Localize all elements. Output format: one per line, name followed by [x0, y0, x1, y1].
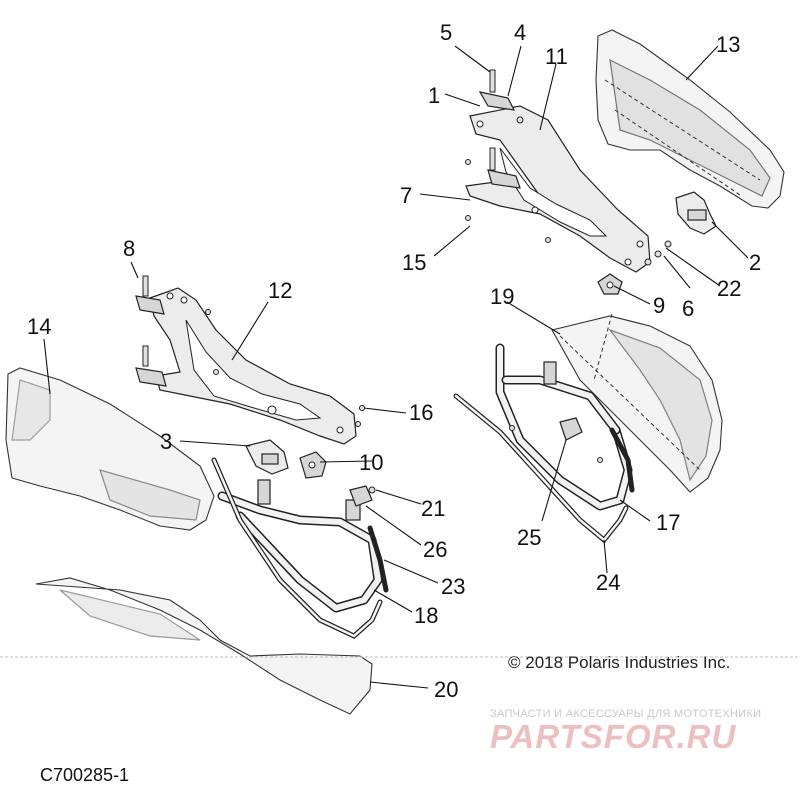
- part-17-seal-strip: [609, 427, 635, 493]
- callout-10: 10: [359, 450, 383, 475]
- callout-11: 11: [545, 44, 568, 69]
- part-3-latch: [245, 439, 289, 475]
- callout-21: 21: [421, 496, 445, 521]
- callout-5: 5: [440, 20, 452, 45]
- callout-20: 20: [434, 677, 458, 702]
- loose-fasteners: [205, 159, 603, 463]
- callout-17: 17: [656, 510, 680, 535]
- callout-22: 22: [717, 276, 741, 301]
- watermark-tagline: ЗАПЧАСТИ И АКСЕССУАРЫ ДЛЯ МОТОТЕХНИКИ: [490, 708, 761, 720]
- callout-3: 3: [160, 429, 172, 454]
- part-21-26-brackets: [349, 485, 376, 507]
- callout-labels: 1 2 3 4 5 6 7 8 9 10 11 12 13 14 15 16 1…: [27, 20, 761, 702]
- callout-13: 13: [716, 32, 740, 57]
- callout-4: 4: [514, 20, 526, 45]
- part-18-seal-strip: [211, 457, 383, 639]
- part-18-tube-frame: [217, 479, 383, 613]
- callout-9: 9: [653, 293, 665, 318]
- part-23-seal: [367, 525, 389, 593]
- callout-15: 15: [402, 250, 426, 275]
- callout-16: 16: [409, 400, 433, 425]
- part-2-latch: [675, 191, 717, 235]
- callout-2: 2: [749, 250, 761, 275]
- callout-26: 26: [423, 537, 447, 562]
- part-25-hinge: [559, 417, 583, 441]
- part-20-lower-panel: [35, 577, 373, 715]
- part-11-door-frame: [465, 105, 651, 273]
- part-10-striker: [299, 451, 327, 479]
- callout-18: 18: [414, 603, 438, 628]
- callout-7: 7: [400, 183, 412, 208]
- part-14-door-panel: [5, 367, 215, 531]
- part-13-door-panel: [595, 29, 785, 209]
- callout-19: 19: [490, 284, 514, 309]
- callout-14: 14: [27, 314, 51, 339]
- part-17-tube-frame: [495, 343, 633, 511]
- diagram-code: C700285-1: [40, 765, 129, 785]
- callout-23: 23: [441, 574, 465, 599]
- callout-24: 24: [596, 570, 620, 595]
- watermark-logo: PARTSFOR.RU: [490, 718, 736, 755]
- leader-lines: [43, 45, 749, 689]
- part-24-seal: [453, 393, 629, 544]
- part-12-door-frame: [149, 287, 357, 445]
- hinge-bracket-upper-left: [135, 275, 167, 387]
- callout-8: 8: [123, 236, 135, 261]
- callout-25: 25: [517, 525, 541, 550]
- part-9-striker: [597, 273, 623, 295]
- copyright-notice: © 2018 Polaris Industries Inc.: [508, 653, 730, 672]
- part-6-22-fasteners: [644, 240, 672, 266]
- callout-1: 1: [428, 83, 440, 108]
- watermark: ЗАПЧАСТИ И АКСЕССУАРЫ ДЛЯ МОТОТЕХНИКИ PA…: [490, 708, 761, 755]
- callout-6: 6: [682, 296, 694, 321]
- part-19-door-panel: [551, 313, 723, 493]
- hinge-bracket-upper-right: [478, 69, 521, 189]
- callout-12: 12: [268, 278, 292, 303]
